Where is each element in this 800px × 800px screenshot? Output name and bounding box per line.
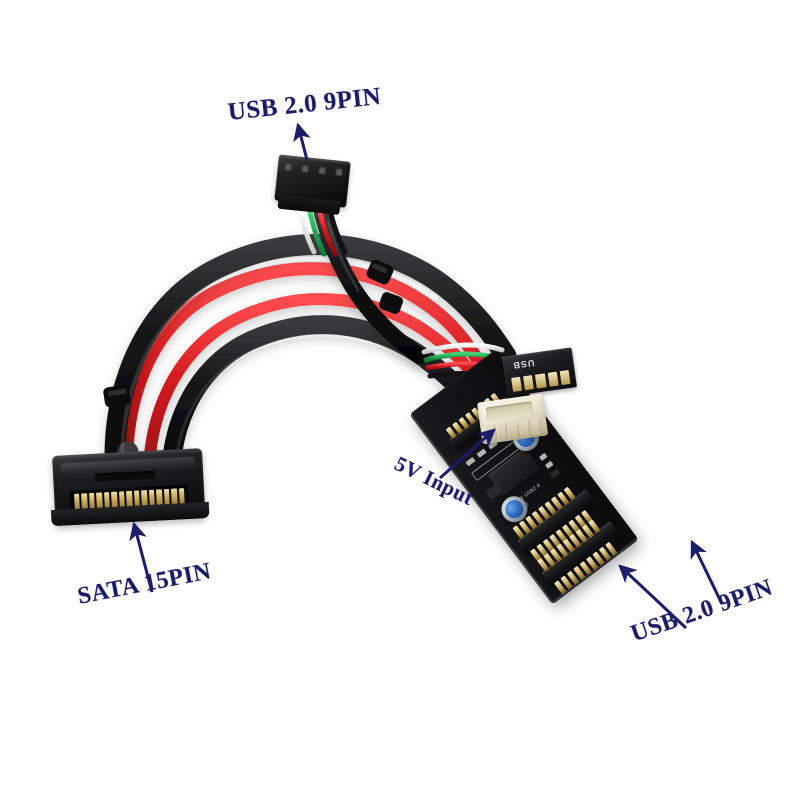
usb-connector-pin-holes <box>284 162 344 177</box>
board-usb-header-body: USB <box>502 347 578 397</box>
data-strands-top <box>297 207 348 257</box>
board-usb-silkscreen-label: USB <box>511 357 535 371</box>
cable-ties <box>103 259 404 408</box>
usb-9pin-female-connector <box>273 154 351 217</box>
sata-15pin-connector <box>50 448 210 534</box>
board-usb-header-pins <box>511 369 571 392</box>
jst-5v-input-connector <box>476 393 549 451</box>
